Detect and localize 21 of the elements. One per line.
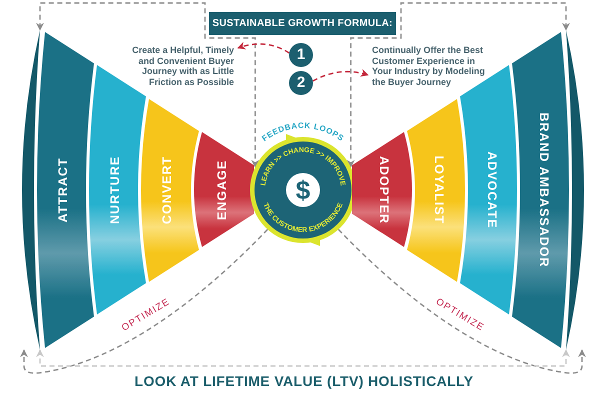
dashed-arrow	[312, 69, 369, 82]
dashed-arrow	[346, 2, 570, 168]
dashed-arrow	[36, 349, 570, 367]
goal-text: Create a Helpful, Timely and Convenient Buyer Journey with as Little Friction as Possible	[131, 45, 234, 87]
step-number: 2	[289, 71, 313, 95]
caption: LOOK AT LIFETIME VALUE (LTV) HOLISTICALLY	[134, 373, 474, 389]
stage-label: ATTRACT	[56, 157, 70, 223]
goal-text: Continually Offer the Best Customer Experience in Your Industry by Modeling the Buyer Journey	[372, 45, 486, 87]
stage-label: ADVOCATE	[484, 151, 498, 229]
stage-label: NURTURE	[108, 156, 122, 224]
step-number: 1	[289, 43, 313, 67]
dashed-arrow	[237, 42, 290, 54]
stage-label: LOYALIST	[432, 156, 446, 224]
dashed-arrow	[20, 228, 268, 374]
stage-label: ADOPTER	[377, 156, 391, 224]
stage-label: ENGAGE	[215, 160, 229, 220]
dashed-arrow	[338, 228, 586, 374]
stage-label: BRAND AMBASSADOR	[536, 112, 550, 268]
dashed-arrow	[36, 2, 260, 168]
formula-banner: SUSTAINABLE GROWTH FORMULA:	[209, 12, 396, 35]
stage-label: CONVERT	[160, 156, 174, 224]
